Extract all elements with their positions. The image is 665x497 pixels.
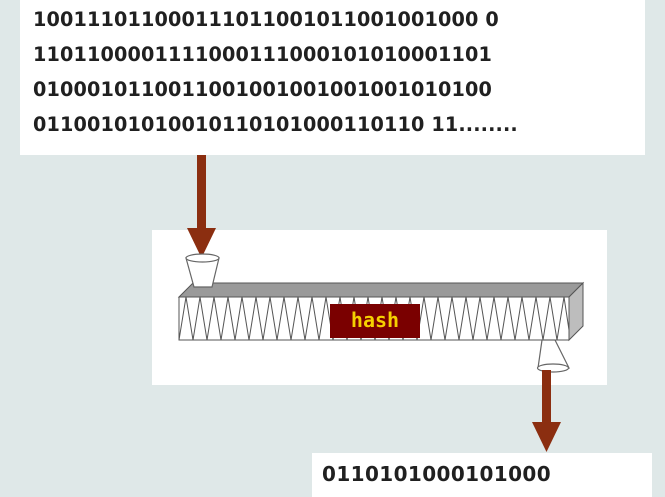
input-bits-line-1: 100111011000111011001011001001000 0 bbox=[33, 8, 499, 31]
output-arrow bbox=[532, 370, 561, 452]
output-funnel bbox=[536, 339, 570, 373]
output-hash-bits: 0110101000101000 bbox=[322, 462, 552, 486]
input-funnel bbox=[185, 253, 220, 288]
input-bits-line-4: 01100101010010110101000110110 11........ bbox=[33, 113, 518, 136]
input-bits-line-3: 0100010110011001001001001001010100 bbox=[33, 78, 493, 101]
hash-label-box: hash bbox=[330, 304, 420, 338]
input-bits-line-2: 1101100001111000111000101010001101 bbox=[33, 43, 493, 66]
input-arrow bbox=[187, 155, 216, 258]
hash-label: hash bbox=[351, 308, 399, 332]
output-hash-panel: 0110101000101000 bbox=[312, 453, 652, 497]
screw-thread bbox=[178, 296, 570, 341]
input-bitstream-panel: 100111011000111011001011001001000 0 1101… bbox=[20, 0, 645, 155]
